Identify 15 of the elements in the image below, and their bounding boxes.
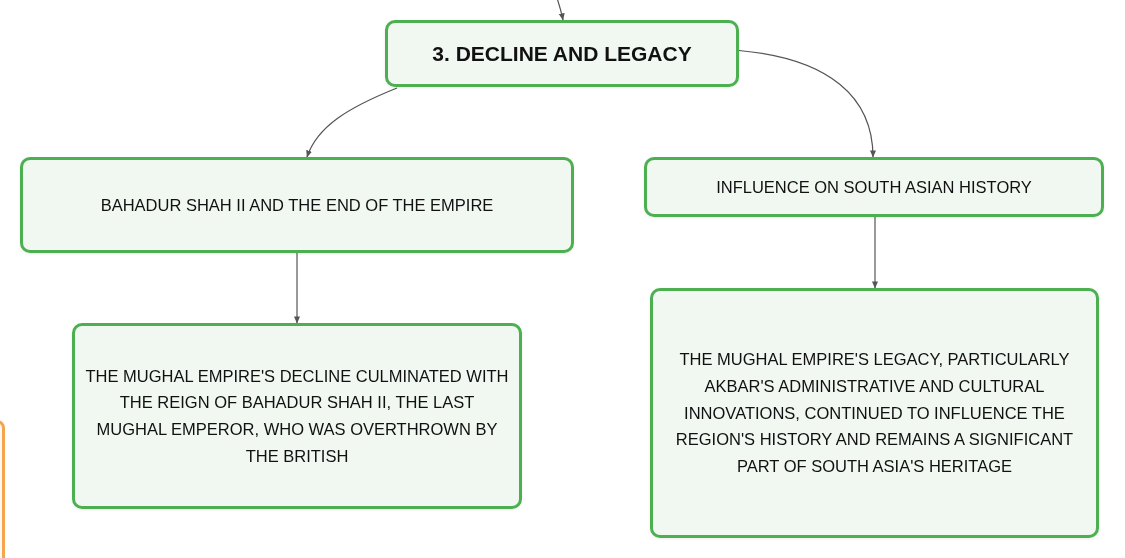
node-text: BAHADUR SHAH II AND THE END OF THE EMPIRE [100,194,494,216]
connector-arrow [872,216,878,289]
topic-box [385,20,739,87]
detail-box [72,323,522,509]
connector-arrow [556,0,565,21]
node-text: THE MUGHAL EMPIRE'S DECLINE CULMINATED WITH THE REIGN OF BAHADUR SHAH II, THE LAST MUGHAL EMPEROR, WHO WAS OVERTHROWN BY THE BRITISH [84,365,510,467]
subtopic-box [644,157,1104,217]
detail-box [650,288,1099,538]
connector-arrow [294,252,300,324]
subtopic-box [20,157,574,253]
node-text: INFLUENCE ON SOUTH ASIAN HISTORY [716,176,1032,198]
connector-arrow [306,87,398,158]
topic-title: 3. DECLINE AND LEGACY [432,40,692,67]
node-text: THE MUGHAL EMPIRE'S LEGACY, PARTICULARLY AKBAR'S ADMINISTRATIVE AND CULTURAL INNOVATIONS, CONTINUED TO INFLUENCE THE REGION'S HISTORY AND REMAINS A SIGNIFICANT PART OF SOUTH ASIA'S HERITAGE [674,349,1075,478]
connector-arrow [738,49,876,158]
